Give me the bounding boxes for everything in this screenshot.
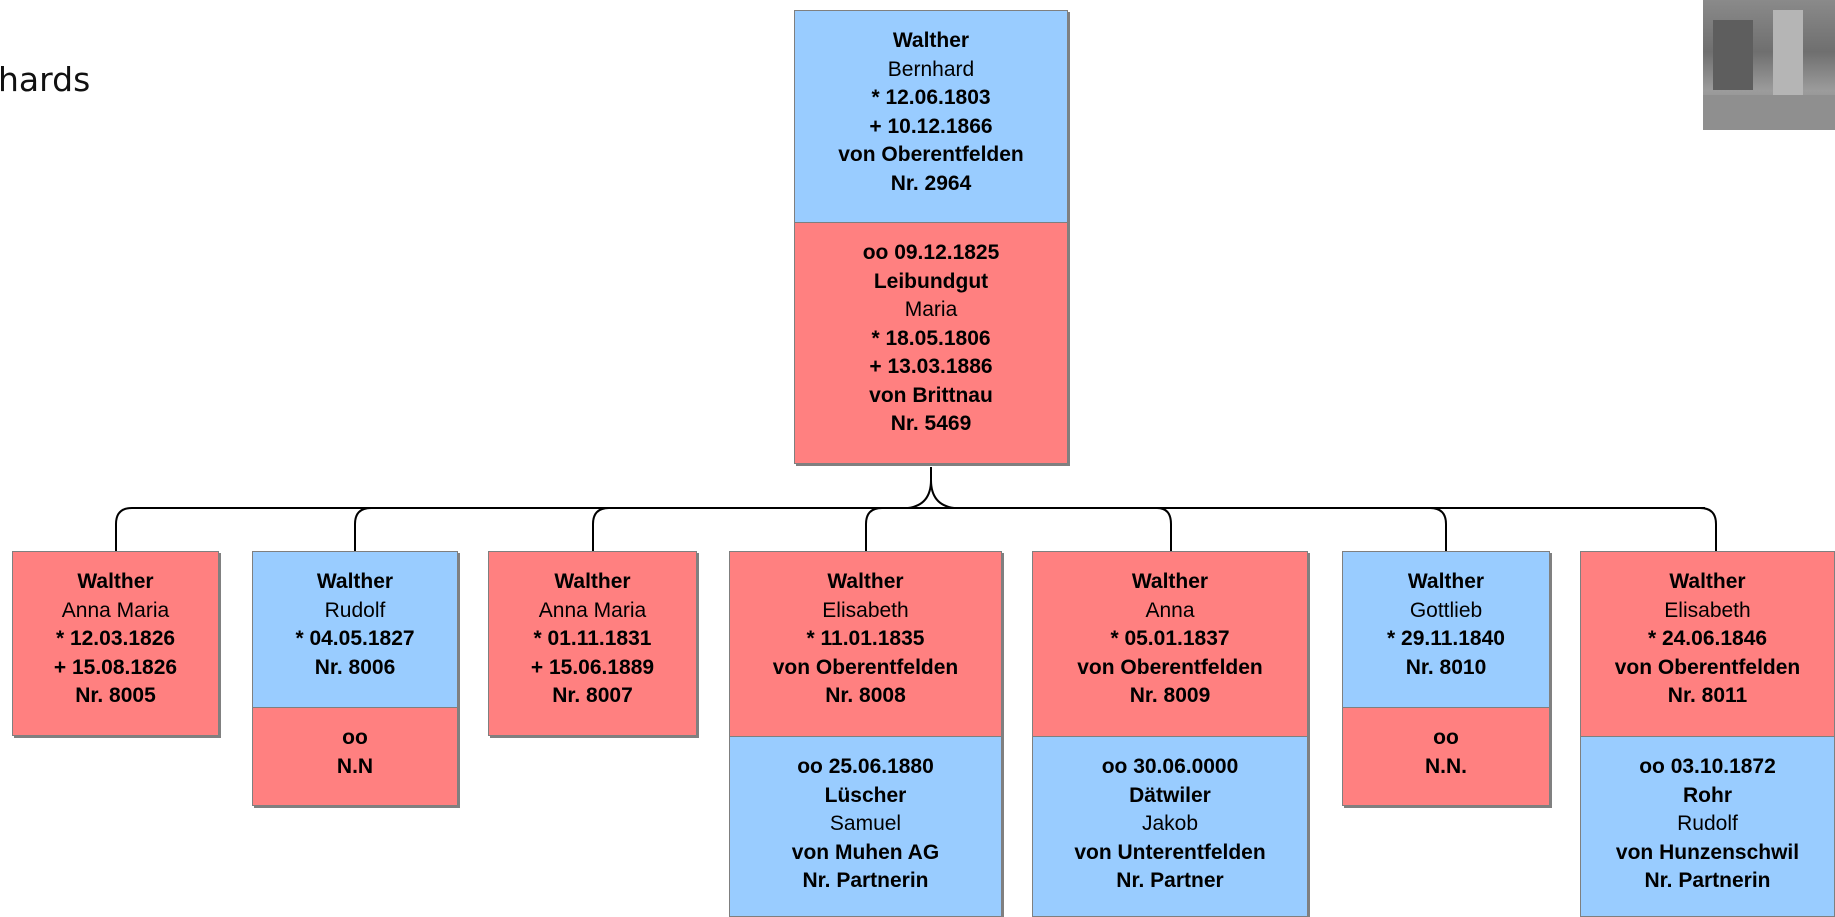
- portrait-photo: [1703, 0, 1835, 130]
- birth-date: * 04.05.1827: [295, 627, 415, 650]
- spouse-given-name: Jakob: [1141, 812, 1199, 835]
- marriage-date: oo 03.10.1872: [1639, 755, 1776, 778]
- surname: Walther: [1407, 570, 1485, 593]
- marriage-date: oo 30.06.0000: [1101, 755, 1239, 778]
- child-box-5: Walther Anna * 05.01.1837 von Oberentfel…: [1032, 551, 1308, 917]
- drop-3: [592, 507, 610, 551]
- birth-date: * 12.03.1826: [55, 627, 176, 650]
- record-number: Nr. 8011: [1667, 684, 1748, 707]
- spouse-record-number: Nr. 5469: [890, 412, 972, 435]
- page-caption: hards: [0, 60, 91, 99]
- spouse-surname: Rohr: [1683, 783, 1732, 807]
- surname: Walther: [1669, 570, 1746, 593]
- spouse-record-number: Nr. Partner: [1116, 869, 1224, 892]
- death-date: + 15.08.1826: [53, 655, 178, 679]
- child-box-1: Walther Anna Maria * 12.03.1826 + 15.08.…: [12, 551, 219, 736]
- drop-6: [1429, 507, 1447, 551]
- marriage-mark: oo: [342, 726, 368, 749]
- surname: Walther: [316, 570, 394, 593]
- birth-date: * 01.11.1831: [533, 627, 652, 650]
- spouse-origin: von Unterentfelden: [1074, 840, 1266, 864]
- spouse-record-number: Nr. Partnerin: [802, 869, 929, 892]
- spouse-name: N.N: [336, 754, 374, 778]
- given-name: Elisabeth: [822, 598, 909, 622]
- spouse-record-number: Nr. Partnerin: [1644, 869, 1771, 892]
- record-number: Nr. 8010: [1405, 655, 1487, 679]
- drop-7: [1699, 507, 1717, 551]
- spouse-birth-date: * 18.05.1806: [871, 326, 991, 350]
- origin: von Oberentfelden: [838, 143, 1024, 166]
- spouse-section: oo 03.10.1872 Rohr Rudolf von Hunzenschw…: [1580, 737, 1835, 917]
- record-number: Nr. 8008: [825, 684, 906, 707]
- given-name: Gottlieb: [1409, 598, 1483, 622]
- drop-1: [115, 507, 133, 551]
- child-box-7: Walther Elisabeth * 24.06.1846 von Obere…: [1580, 551, 1835, 917]
- record-number: Nr. 8009: [1129, 684, 1211, 707]
- child-section: Walther Rudolf * 04.05.1827 Nr. 8006: [252, 551, 458, 708]
- spouse-given-name: Rudolf: [1677, 812, 1738, 835]
- spouse-given-name: Maria: [904, 298, 958, 321]
- child-section: Walther Elisabeth * 11.01.1835 von Obere…: [729, 551, 1002, 737]
- record-number: Nr. 8006: [314, 655, 396, 679]
- spouse-death-date: + 13.03.1886: [869, 355, 993, 378]
- marriage-mark: oo: [1433, 726, 1459, 749]
- child-section: Walther Gottlieb * 29.11.1840 Nr. 8010: [1342, 551, 1550, 708]
- given-name: Anna Maria: [538, 598, 647, 622]
- marriage-date: oo 09.12.1825: [862, 241, 1000, 264]
- given-name: Rudolf: [324, 598, 386, 622]
- parent-person-box: Walther Bernhard * 12.06.1803 + 10.12.18…: [794, 10, 1068, 464]
- child-box-6: Walther Gottlieb * 29.11.1840 Nr. 8010 o…: [1342, 551, 1550, 806]
- given-name: Anna Maria: [61, 598, 170, 622]
- surname: Walther: [77, 570, 154, 593]
- origin: von Oberentfelden: [1614, 655, 1801, 679]
- record-number: Nr. 8007: [552, 684, 633, 707]
- record-number: Nr. 8005: [75, 684, 156, 707]
- child-section: Walther Anna Maria * 01.11.1831 + 15.06.…: [488, 551, 697, 736]
- given-name: Bernhard: [887, 57, 975, 81]
- birth-date: * 24.06.1846: [1647, 627, 1768, 650]
- spouse-section: oo N.N.: [1342, 708, 1550, 806]
- spouse-surname: Leibundgut: [873, 269, 989, 293]
- drop-2: [354, 507, 372, 551]
- spouse-name: N.N.: [1425, 754, 1467, 778]
- surname: Walther: [1131, 570, 1209, 593]
- birth-date: * 05.01.1837: [1110, 627, 1230, 650]
- record-number: Nr. 2964: [890, 171, 972, 195]
- spouse-surname: Lüscher: [824, 783, 907, 807]
- spouse-section: oo 25.06.1880 Lüscher Samuel von Muhen A…: [729, 737, 1002, 917]
- parent-stem: [907, 467, 955, 509]
- drop-5: [1156, 507, 1172, 551]
- child-section: Walther Elisabeth * 24.06.1846 von Obere…: [1580, 551, 1835, 737]
- surname: Walther: [892, 29, 970, 52]
- given-name: Elisabeth: [1664, 598, 1751, 622]
- death-date: + 15.06.1889: [530, 655, 655, 679]
- child-box-4: Walther Elisabeth * 11.01.1835 von Obere…: [729, 551, 1002, 917]
- birth-date: * 12.06.1803: [871, 86, 991, 109]
- origin: von Oberentfelden: [1077, 655, 1263, 679]
- spouse-origin: von Muhen AG: [791, 840, 940, 864]
- spouse-origin: von Brittnau: [869, 383, 993, 407]
- marriage-date: oo 25.06.1880: [797, 755, 934, 778]
- surname: Walther: [554, 570, 631, 593]
- death-date: + 10.12.1866: [869, 114, 993, 138]
- child-box-2: Walther Rudolf * 04.05.1827 Nr. 8006 oo …: [252, 551, 458, 806]
- surname: Walther: [827, 570, 904, 593]
- child-box-3: Walther Anna Maria * 01.11.1831 + 15.06.…: [488, 551, 697, 736]
- given-name: Anna: [1145, 598, 1195, 622]
- spouse-given-name: Samuel: [829, 812, 902, 835]
- birth-date: * 11.01.1835: [806, 627, 925, 650]
- origin: von Oberentfelden: [772, 655, 959, 679]
- spouse-section: oo 30.06.0000 Dätwiler Jakob von Unteren…: [1032, 737, 1308, 917]
- parent-section: Walther Bernhard * 12.06.1803 + 10.12.18…: [794, 10, 1068, 223]
- drop-4: [865, 507, 883, 551]
- child-section: Walther Anna * 05.01.1837 von Oberentfel…: [1032, 551, 1308, 737]
- parent-spouse-section: oo 09.12.1825 Leibundgut Maria * 18.05.1…: [794, 223, 1068, 464]
- spouse-section: oo N.N: [252, 708, 458, 806]
- child-section: Walther Anna Maria * 12.03.1826 + 15.08.…: [12, 551, 219, 736]
- spouse-origin: von Hunzenschwil: [1615, 840, 1800, 864]
- spouse-surname: Dätwiler: [1129, 783, 1211, 807]
- birth-date: * 29.11.1840: [1387, 627, 1505, 650]
